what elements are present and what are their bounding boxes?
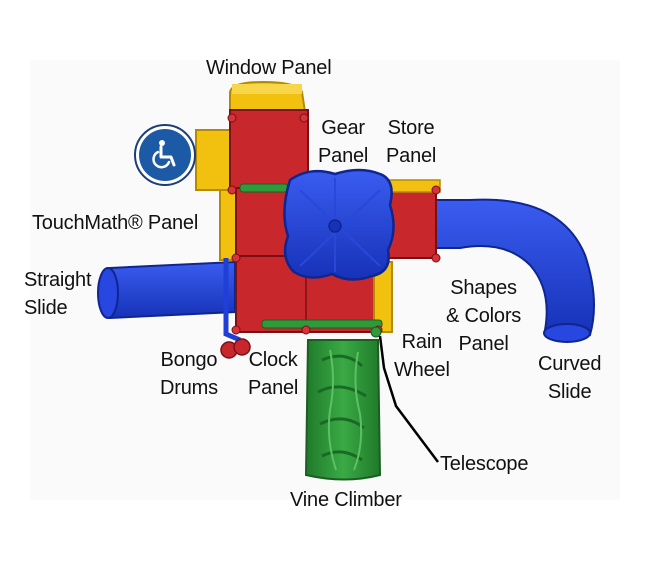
label-gear-panel: Gear Panel	[318, 117, 369, 167]
label-straight-slide: Straight Slide	[24, 269, 92, 319]
label-bongo-drums: Bongo Drums	[160, 349, 218, 399]
green-rail-bottom	[261, 319, 383, 329]
rain-wheel	[370, 326, 382, 338]
curved-slide	[429, 198, 595, 343]
label-vine-climber: Vine Climber	[290, 489, 402, 511]
wheelchair-accessible-icon	[134, 124, 196, 186]
straight-slide	[97, 260, 236, 320]
label-curved-slide: Curved Slide	[538, 353, 602, 403]
label-rain-wheel: Rain Wheel	[394, 331, 450, 381]
vine-climber	[304, 339, 382, 481]
label-store-panel: Store Panel	[386, 117, 437, 167]
gear-panel-roof	[283, 168, 395, 281]
label-telescope: Telescope	[440, 453, 529, 475]
telescope-pointer	[378, 335, 439, 463]
label-clock-panel: Clock Panel	[248, 349, 299, 399]
frame-rail-left	[223, 258, 241, 343]
access-ramp-panel	[195, 129, 231, 191]
bongo-drums	[220, 338, 251, 359]
window-panel	[229, 80, 307, 113]
label-window-panel: Window Panel	[206, 57, 332, 79]
label-touchmath-panel: TouchMath® Panel	[32, 212, 199, 234]
green-rail-top	[239, 183, 289, 193]
label-shapes-colors-panel: Shapes & Colors Panel	[446, 277, 522, 355]
